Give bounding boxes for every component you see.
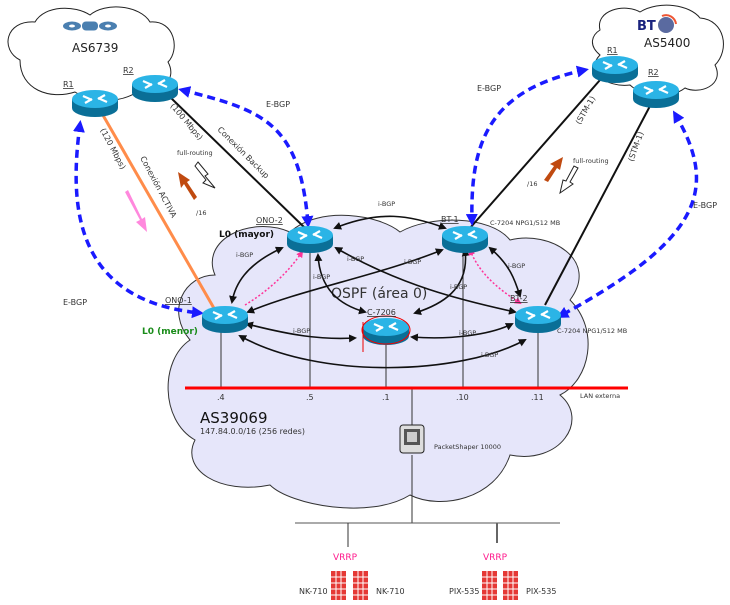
ibgp-label: i-BGP <box>378 200 395 208</box>
router-label: ONO-1 <box>165 296 192 305</box>
packetshaper-icon[interactable] <box>399 424 425 454</box>
device-label: PIX-535 <box>449 587 479 596</box>
prefix-label: /16 <box>196 209 206 217</box>
prefix-arrow-icon <box>544 157 563 182</box>
link-speed-label: (STM-1) <box>574 95 597 126</box>
firewall-icon[interactable] <box>353 571 368 600</box>
router-label: R1 <box>607 46 618 55</box>
ibgp-label: i-BGP <box>450 283 467 291</box>
ibgp-label: i-BGP <box>236 251 253 259</box>
router-label: BT-2 <box>510 294 528 303</box>
ebgp-sessions <box>73 65 699 319</box>
ebgp-label: E-BGP <box>266 100 290 109</box>
firewall-icon[interactable] <box>331 571 346 600</box>
bt-r1-router[interactable] <box>590 54 640 85</box>
lan-label: LAN externa <box>580 392 620 400</box>
ip-label: .11 <box>531 393 544 402</box>
traffic-arrow-icon <box>125 190 147 232</box>
prefix-arrow-icon <box>178 172 197 200</box>
vrrp-label: VRRP <box>483 553 508 563</box>
bt-logo: BT <box>637 14 677 34</box>
bt-r2-router[interactable] <box>631 79 681 110</box>
bt1-router[interactable] <box>440 224 490 255</box>
bt-as-label: AS5400 <box>644 36 690 50</box>
ibgp-label: i-BGP <box>481 351 498 359</box>
loopback-label: L0 (menor) <box>142 327 198 337</box>
link-name-label: Conexión Backup <box>216 124 272 180</box>
as39069-label: AS39069 <box>200 409 268 427</box>
ibgp-label: i-BGP <box>404 258 421 266</box>
router-label: ONO-2 <box>256 216 283 225</box>
ebgp-label: E-BGP <box>63 298 87 307</box>
prefix-note: 147.84.0.0/16 (256 redes) <box>200 427 305 436</box>
ono2-router[interactable] <box>285 224 335 255</box>
ono-as-label: AS6739 <box>72 41 118 55</box>
link-speed-label: (100 Mbps) <box>168 102 204 142</box>
bt-r1-link <box>469 79 601 229</box>
svg-text:BT: BT <box>637 19 656 34</box>
ibgp-label: i-BGP <box>293 327 310 335</box>
router-model: C-7204 NPG1/512 MB <box>557 327 627 335</box>
ono-r2-router[interactable] <box>130 73 180 104</box>
router-label: R2 <box>123 66 134 75</box>
device-label: NK-710 <box>299 587 328 596</box>
vrrp-label: VRRP <box>333 553 358 563</box>
full-routing-label: full-routing <box>177 149 213 157</box>
ip-label: .1 <box>382 393 390 402</box>
ebgp-label: E-BGP <box>477 84 501 93</box>
router-label: C-7206 <box>367 308 396 317</box>
ono-logo <box>63 21 117 31</box>
ip-label: .10 <box>456 393 469 402</box>
ebgp-label: E-BGP <box>693 201 717 210</box>
ono-cloud <box>7 6 175 101</box>
packetshaper-label: PacketShaper 10000 <box>434 443 501 451</box>
ibgp-label: i-BGP <box>459 329 476 337</box>
firewall-icon[interactable] <box>503 571 518 600</box>
full-routing-label: full-routing <box>573 157 609 165</box>
full-routing-arrow-icon <box>559 165 579 195</box>
loopback-label: L0 (mayor) <box>219 230 274 240</box>
full-routing-arrow-icon <box>194 161 216 189</box>
router-model: C-7204 NPG1/512 MB <box>490 219 560 227</box>
ibgp-label: i-BGP <box>347 255 364 263</box>
ibgp-label: i-BGP <box>313 273 330 281</box>
ono-r1-router[interactable] <box>70 88 120 119</box>
router-label: R1 <box>63 80 74 89</box>
router-label: BT-1 <box>441 215 459 224</box>
ibgp-sessions <box>229 215 527 369</box>
ibgp-preferred-sessions <box>244 248 522 306</box>
c7206-highlight <box>361 315 411 345</box>
device-label: PIX-535 <box>526 587 556 596</box>
prefix-label: /16 <box>527 180 537 188</box>
as39069-cloud <box>167 214 589 509</box>
ospf-label: OSPF (área 0) <box>331 286 427 302</box>
ono1-router[interactable] <box>200 304 250 335</box>
firewall-icon[interactable] <box>482 571 497 600</box>
ono-backup-link <box>169 96 306 229</box>
ibgp-label: i-BGP <box>508 262 525 270</box>
ip-label: .4 <box>217 393 225 402</box>
device-label: NK-710 <box>376 587 405 596</box>
ip-label: .5 <box>306 393 314 402</box>
router-label: R2 <box>648 68 659 77</box>
bt2-router[interactable] <box>513 304 563 335</box>
